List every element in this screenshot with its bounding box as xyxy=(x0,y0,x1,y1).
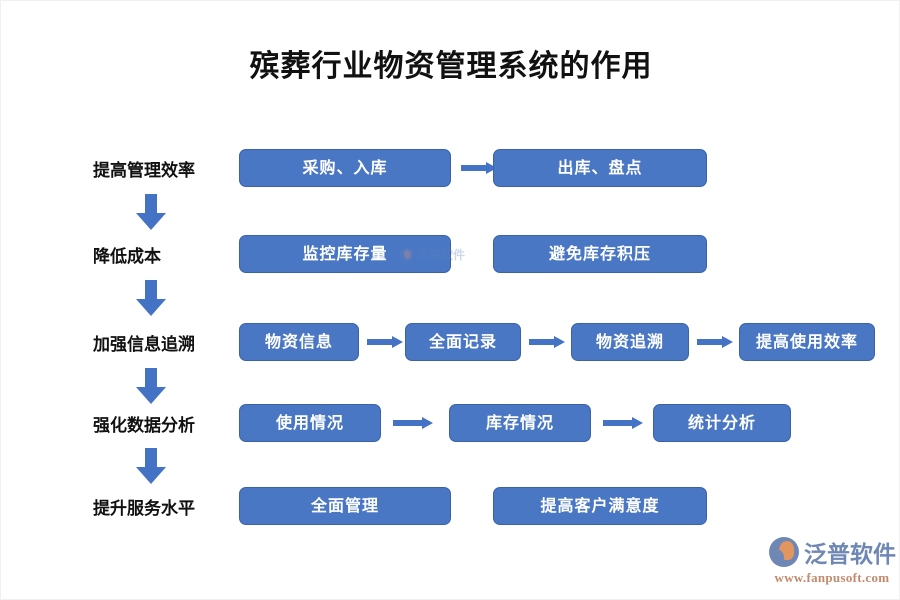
arrow-right-row4-1 xyxy=(393,417,433,429)
arrow-right-row3-2 xyxy=(529,336,565,348)
node-row3-2[interactable]: 全面记录 xyxy=(405,323,521,361)
flow-row-4: 强化数据分析 使用情况 库存情况 统计分析 xyxy=(1,404,899,448)
arrow-down-4 xyxy=(136,448,166,484)
node-row2-1[interactable]: 监控库存量 xyxy=(239,235,451,273)
arrow-down-1 xyxy=(136,194,166,230)
brand-logo: 泛普软件 www.fanpusoft.com xyxy=(769,535,896,593)
flow-row-5: 提升服务水平 全面管理 提高客户满意度 xyxy=(1,487,899,531)
brand-name: 泛普软件 xyxy=(804,541,896,567)
page-title: 殡葬行业物资管理系统的作用 xyxy=(249,50,653,83)
node-row5-1[interactable]: 全面管理 xyxy=(239,487,451,525)
flow-row-3: 加强信息追溯 物资信息 全面记录 物资追溯 提高使用效率 xyxy=(1,323,899,367)
row-label-1: 提高管理效率 xyxy=(93,161,195,180)
arrow-right-row1-1 xyxy=(461,162,497,174)
node-row5-2[interactable]: 提高客户满意度 xyxy=(493,487,707,525)
node-row3-3[interactable]: 物资追溯 xyxy=(571,323,689,361)
node-row4-1[interactable]: 使用情况 xyxy=(239,404,381,442)
arrow-down-2 xyxy=(136,280,166,316)
flow-row-2: 降低成本 监控库存量 避免库存积压 xyxy=(1,235,899,279)
node-row4-3[interactable]: 统计分析 xyxy=(653,404,791,442)
arrow-right-row4-2 xyxy=(603,417,643,429)
flow-row-1: 提高管理效率 采购、入库 出库、盘点 xyxy=(1,149,899,193)
node-row3-4[interactable]: 提高使用效率 xyxy=(739,323,875,361)
node-row4-2[interactable]: 库存情况 xyxy=(449,404,591,442)
fanpu-logo-icon xyxy=(769,537,799,567)
row-label-5: 提升服务水平 xyxy=(93,499,195,518)
node-row3-1[interactable]: 物资信息 xyxy=(239,323,359,361)
node-row2-2[interactable]: 避免库存积压 xyxy=(493,235,707,273)
row-label-2: 降低成本 xyxy=(93,247,161,266)
arrow-right-row3-3 xyxy=(697,336,733,348)
row-label-3: 加强信息追溯 xyxy=(93,335,195,354)
arrow-right-row3-1 xyxy=(367,336,403,348)
node-row1-2[interactable]: 出库、盘点 xyxy=(493,149,707,187)
row-label-4: 强化数据分析 xyxy=(93,416,195,435)
arrow-down-3 xyxy=(136,368,166,404)
node-row1-1[interactable]: 采购、入库 xyxy=(239,149,451,187)
brand-url: www.fanpusoft.com xyxy=(774,570,890,585)
